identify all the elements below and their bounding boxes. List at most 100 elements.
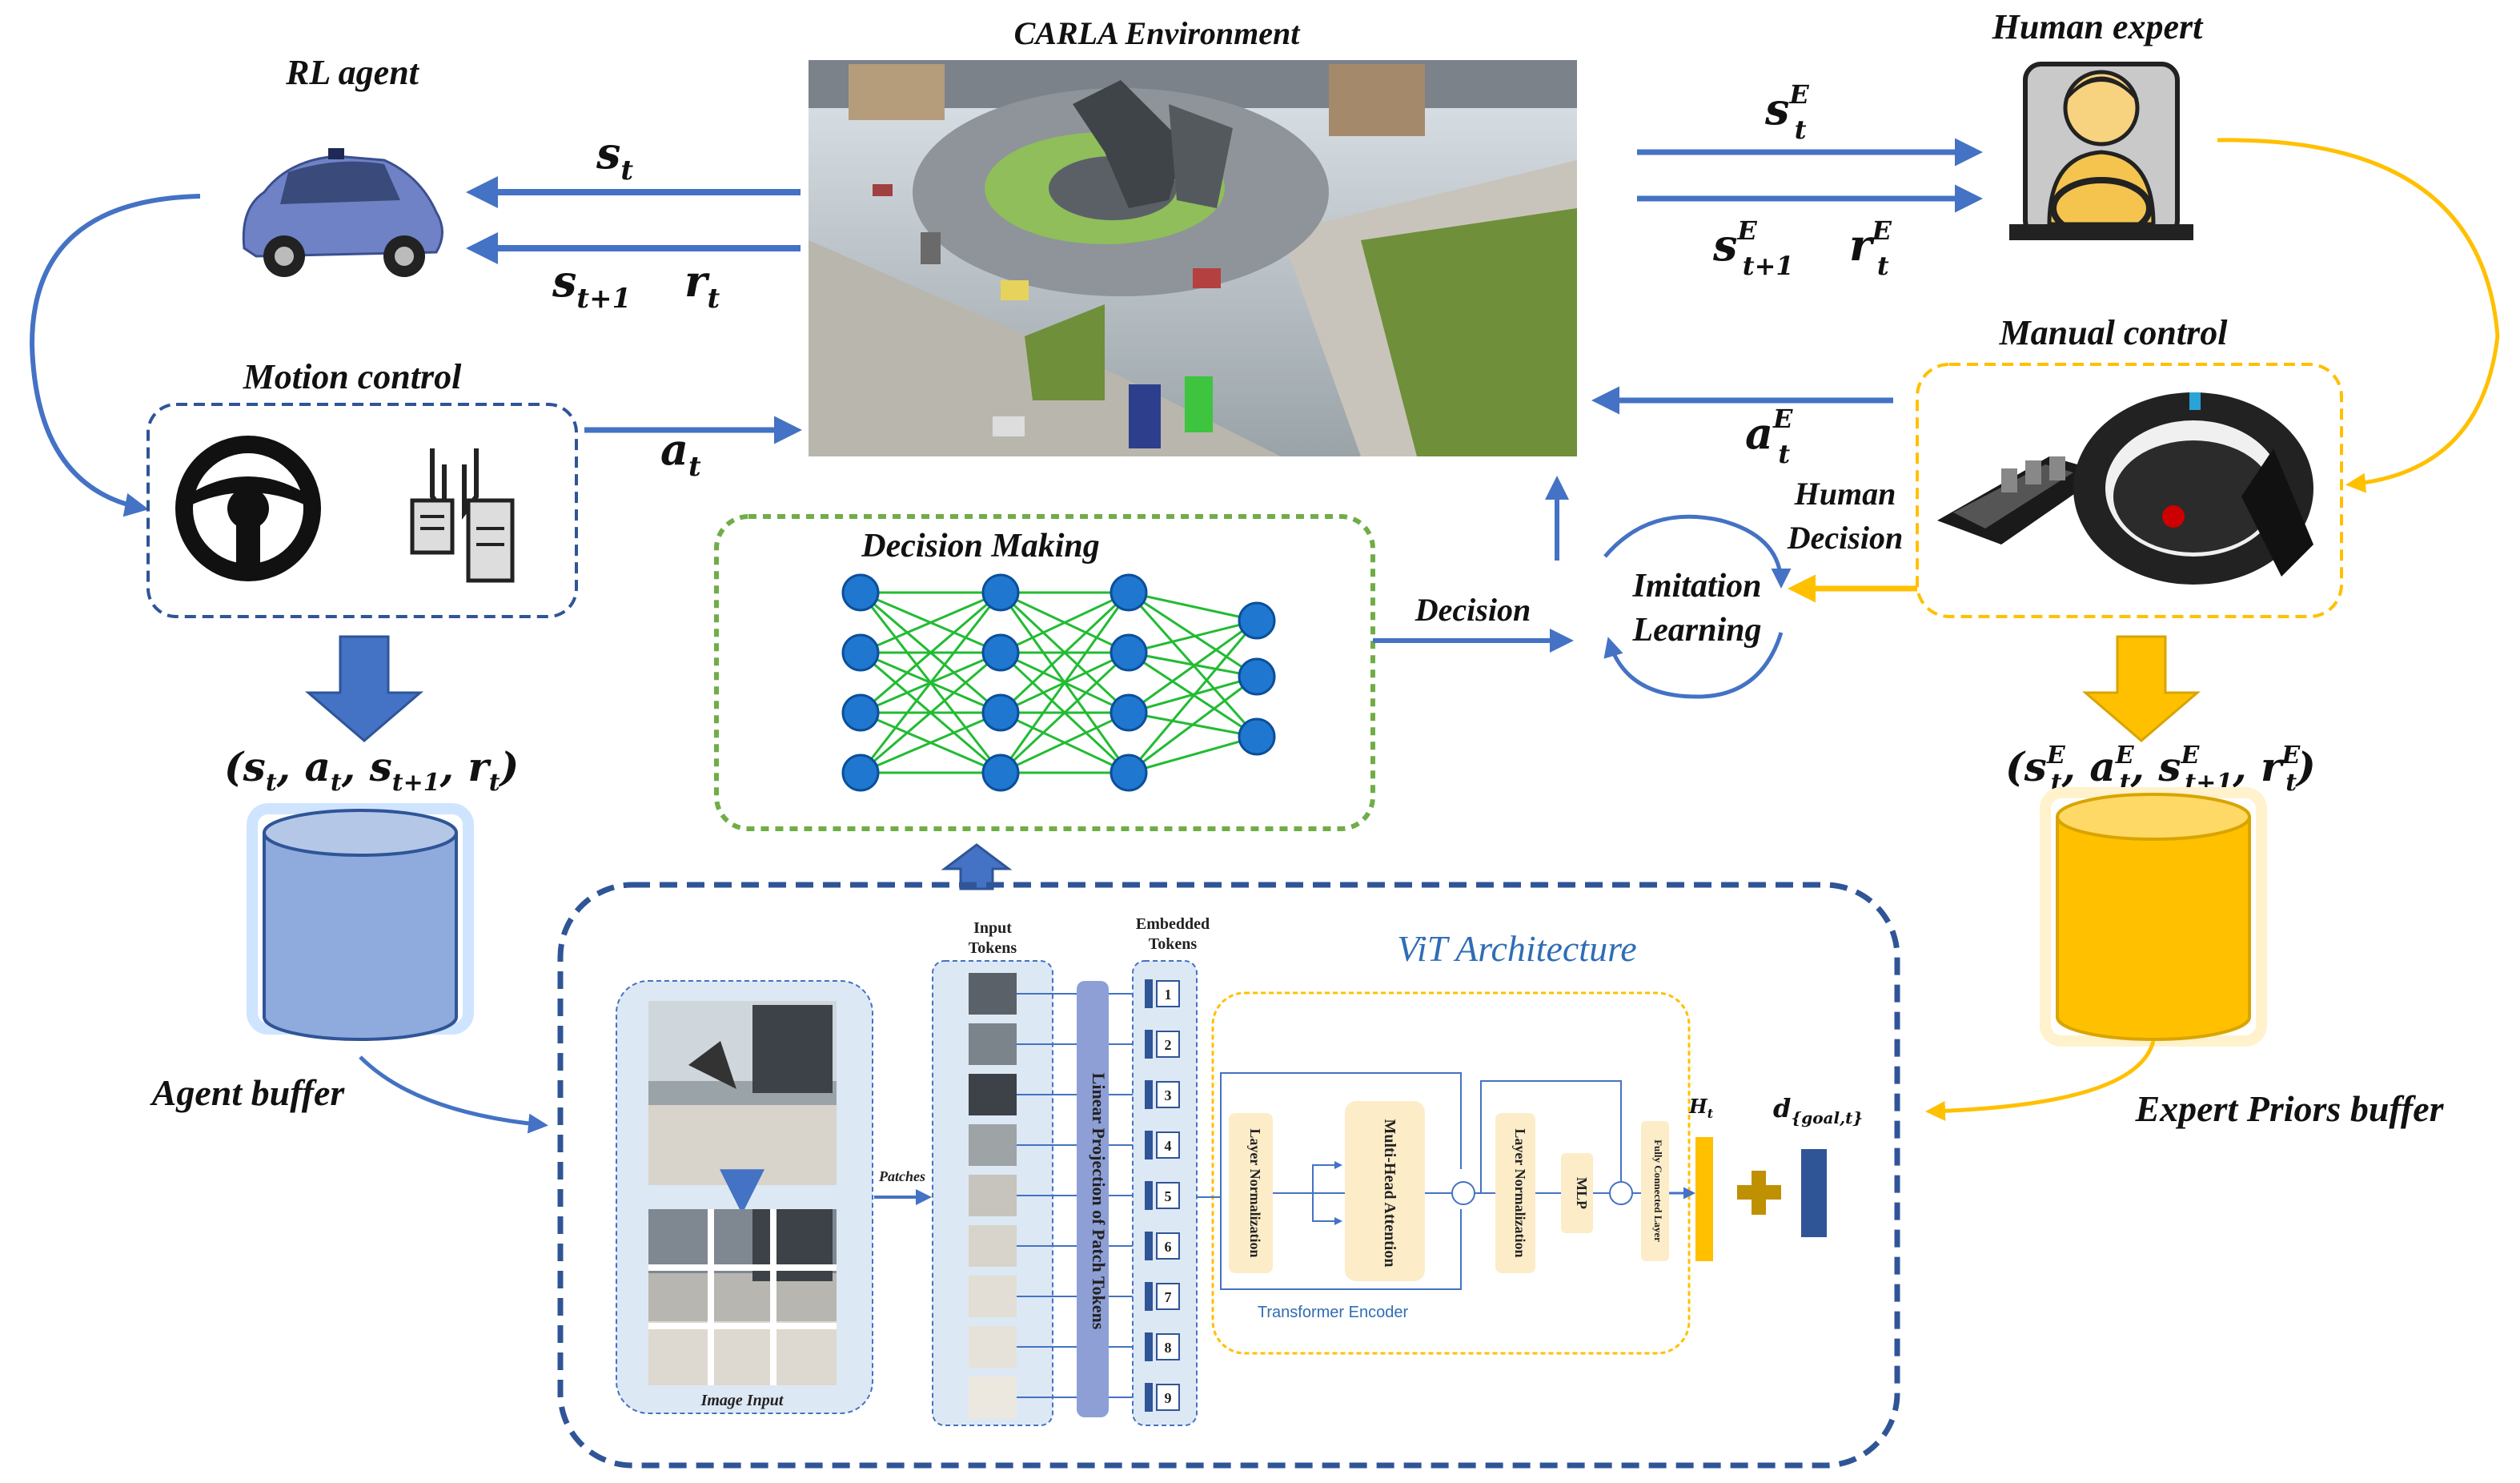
human-decision-label-1: Human bbox=[1794, 476, 1896, 512]
linear-projection-label: Linear Projection of Patch Tokens bbox=[1089, 1073, 1109, 1330]
embedded-token-bar bbox=[1145, 1332, 1153, 1361]
nn-edge bbox=[1128, 651, 1258, 678]
carla-scene-image bbox=[809, 60, 1577, 456]
manual-control-box bbox=[1916, 363, 2343, 618]
embedded-token-box bbox=[1156, 1182, 1180, 1209]
input-token-patch bbox=[969, 1225, 1017, 1267]
add-node-1 bbox=[1451, 1181, 1475, 1205]
nn-edge bbox=[1128, 675, 1258, 714]
nn-node bbox=[1238, 717, 1276, 756]
embedded-token-number: 3 bbox=[1165, 1087, 1172, 1103]
embedded-token-box bbox=[1156, 1131, 1180, 1159]
expert-buffer-title: Expert Priors buffer bbox=[2134, 1088, 2444, 1129]
pedals-icon bbox=[410, 448, 515, 583]
expert-database-icon bbox=[2040, 787, 2267, 1047]
nn-node bbox=[981, 573, 1020, 612]
embedded-token-bar bbox=[1145, 979, 1153, 1008]
input-token-patch bbox=[969, 1326, 1017, 1368]
input-token-list bbox=[969, 973, 1145, 1418]
input-token-patch bbox=[969, 1074, 1017, 1115]
nn-edge bbox=[999, 592, 1130, 774]
image-input-photo bbox=[648, 1001, 837, 1185]
decision-making-box bbox=[714, 514, 1375, 831]
carla-title: CARLA Environment bbox=[1014, 15, 1302, 51]
embedded-token-number: 4 bbox=[1165, 1138, 1172, 1154]
input-tokens-label-1: Input bbox=[973, 919, 1012, 937]
nn-node bbox=[1110, 633, 1148, 672]
human-driver-icon bbox=[2009, 62, 2193, 240]
embedded-token-box bbox=[1156, 1232, 1180, 1260]
nn-edge bbox=[860, 711, 1001, 774]
agent-buffer-arrow bbox=[359, 1055, 548, 1134]
linear-projection-bar bbox=[1077, 981, 1109, 1417]
nn-node bbox=[981, 754, 1020, 792]
nn-edge bbox=[999, 651, 1130, 774]
embedded-token-bar bbox=[1145, 1131, 1153, 1159]
embedded-token-bar bbox=[1145, 1030, 1153, 1059]
image-patch-grid bbox=[648, 1209, 837, 1385]
fc-label: Fully Connected Layer bbox=[1652, 1139, 1664, 1242]
nn-edge bbox=[860, 651, 1001, 774]
nn-node bbox=[1238, 601, 1276, 640]
fc-layer bbox=[1641, 1121, 1669, 1261]
a-t-label: at bbox=[660, 424, 701, 483]
neural-network bbox=[841, 573, 1276, 792]
plus-icon bbox=[1737, 1171, 1781, 1215]
nn-node bbox=[981, 693, 1020, 732]
input-tokens-label-2: Tokens bbox=[969, 939, 1017, 957]
embedded-token-number: 6 bbox=[1165, 1239, 1172, 1255]
expert-down-arrow bbox=[2081, 635, 2201, 742]
nn-edge bbox=[1128, 735, 1258, 774]
embedded-token-number: 7 bbox=[1165, 1289, 1172, 1305]
mha-label: Multi-Head Attention bbox=[1381, 1119, 1398, 1268]
input-token-patch bbox=[969, 1023, 1017, 1065]
image-input-label: Image Input bbox=[700, 1392, 784, 1409]
embedded-token-bar bbox=[1145, 1080, 1153, 1109]
transformer-encoder-box bbox=[1211, 991, 1691, 1355]
decision-label: Decision bbox=[1414, 592, 1531, 628]
nn-edge bbox=[860, 591, 1001, 714]
nn-edge bbox=[1128, 619, 1258, 714]
imitation-loop-bottom bbox=[1603, 632, 1784, 699]
game-wheel-icon bbox=[1937, 392, 2313, 585]
imitation-loop-top bbox=[1603, 514, 1792, 589]
agent-loop-arrow bbox=[29, 194, 201, 517]
layer-norm-2 bbox=[1495, 1113, 1535, 1273]
embedded-token-bar bbox=[1145, 1383, 1153, 1412]
nn-edge bbox=[860, 591, 1001, 654]
motion-control-box bbox=[146, 403, 578, 618]
nn-node bbox=[1110, 573, 1148, 612]
nn-node bbox=[1110, 754, 1148, 792]
s-t-label: st bbox=[596, 127, 633, 187]
agent-buffer-title: Agent buffer bbox=[150, 1072, 346, 1113]
embedded-token-box bbox=[1156, 980, 1180, 1007]
input-token-patch bbox=[969, 1124, 1017, 1166]
embedded-token-number: 1 bbox=[1165, 987, 1172, 1003]
motion-control-title: Motion control bbox=[243, 357, 462, 396]
r-t-label: rt bbox=[684, 255, 720, 315]
input-token-patch bbox=[969, 973, 1017, 1015]
embedded-token-box bbox=[1156, 1283, 1180, 1310]
nn-edge bbox=[859, 592, 1002, 774]
nn-edge bbox=[1128, 619, 1258, 654]
nn-edge bbox=[1128, 591, 1258, 678]
rl-agent-title: RL agent bbox=[285, 53, 420, 92]
expert-buffer-arrow bbox=[1925, 1040, 2156, 1121]
embedded-token-bar bbox=[1145, 1282, 1153, 1311]
input-token-patch bbox=[969, 1276, 1017, 1317]
embedded-token-bar bbox=[1145, 1232, 1153, 1260]
embedded-token-box bbox=[1156, 1384, 1180, 1411]
expert-loop-arrow bbox=[2217, 138, 2500, 493]
mha-k bbox=[1312, 1193, 1342, 1225]
imitation-label-2: Learning bbox=[1631, 612, 1761, 649]
mlp-label: MLP bbox=[1574, 1177, 1590, 1209]
transformer-encoder-label: Transformer Encoder bbox=[1258, 1304, 1409, 1321]
nn-node bbox=[1238, 657, 1276, 696]
